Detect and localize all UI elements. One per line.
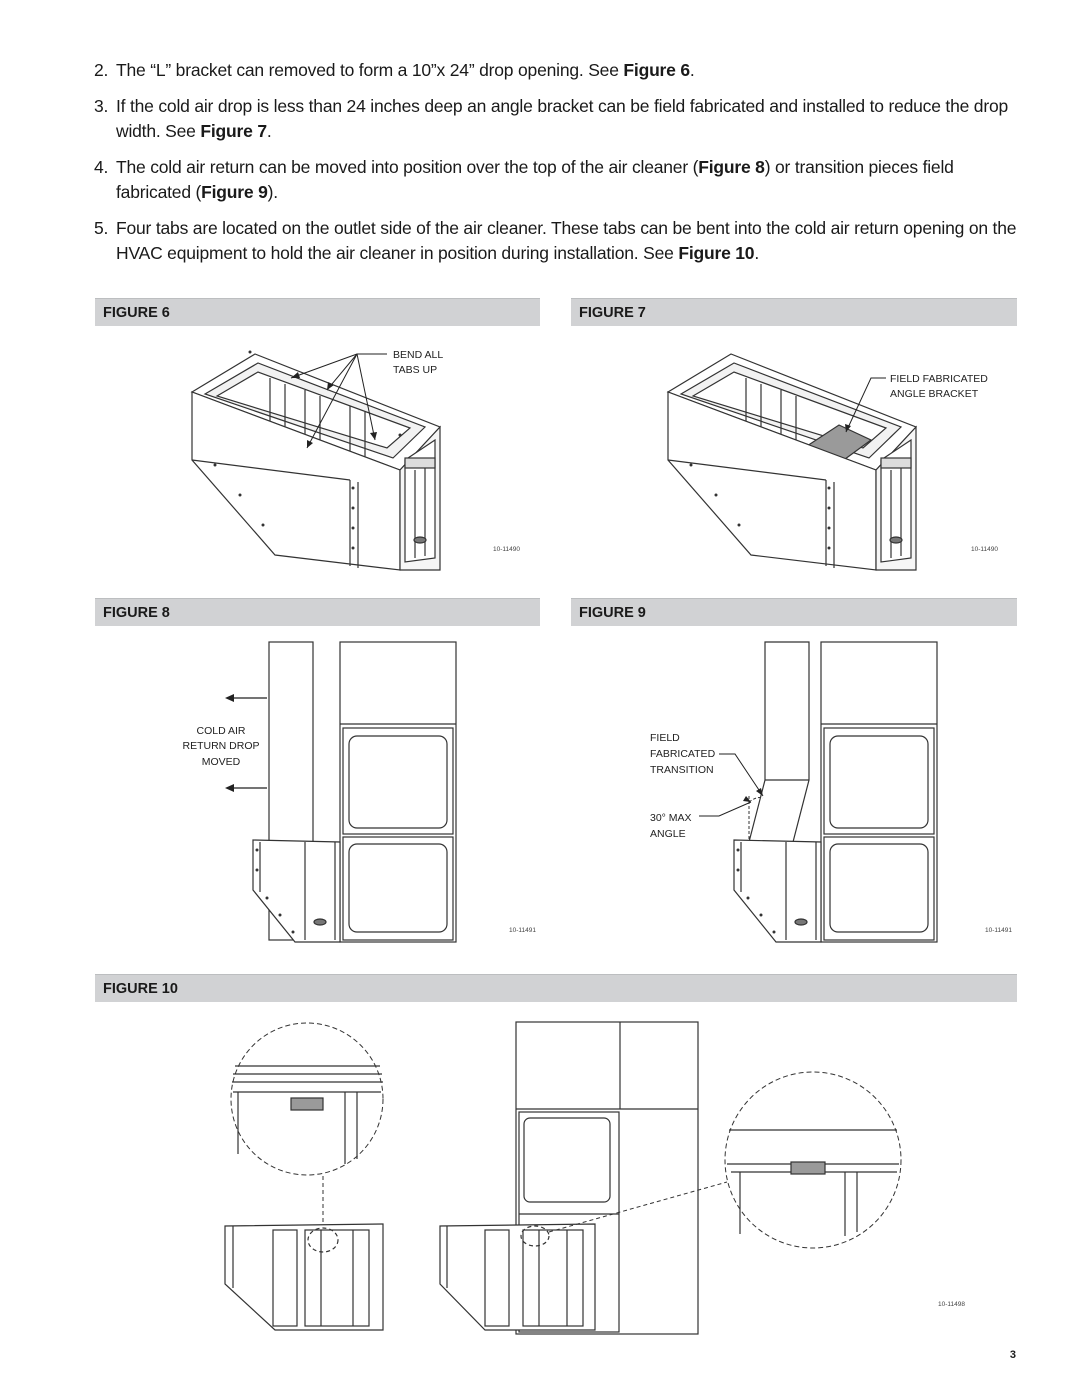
cold-air-label-line2: RETURN DROP [182,740,259,752]
angle-label-line2: ANGLE [650,828,686,840]
angle-bracket-label-line1: FIELD FABRICATED [890,373,988,385]
figure-8-header: FIGURE 8 [95,598,540,626]
cold-air-label-line1: COLD AIR [196,725,245,737]
step-2: 2.The “L” bracket can removed to form a … [94,58,1024,83]
bend-tabs-label-line1: BEND ALL [393,349,443,361]
transition-label-line2: FABRICATED [650,748,716,760]
drawing-code: 10-11490 [971,546,998,553]
figure-7-header: FIGURE 7 [571,298,1017,326]
drawing-code: 10-11491 [985,927,1012,934]
instruction-steps: 2.The “L” bracket can removed to form a … [94,58,1024,277]
drawing-code: 10-11491 [509,927,536,934]
figure-10-header: FIGURE 10 [95,974,1017,1002]
figure-9-header: FIGURE 9 [571,598,1017,626]
step-4: 4.The cold air return can be moved into … [94,157,954,202]
angle-label-line1: 30° MAX [650,812,692,824]
step-5: 5.Four tabs are located on the outlet si… [94,218,1017,263]
figure-7-drawing: FIELD FABRICATED ANGLE BRACKET 10-11490 [571,330,1017,590]
step-number: 2. [94,60,109,80]
figure-6-drawing: BEND ALL TABS UP 10-11490 [95,330,540,590]
step-number: 4. [94,157,109,177]
field-fabricated-transition-illustration: FIELD FABRICATED TRANSITION 30° MAX ANGL… [650,641,1012,943]
figure-6-header: FIGURE 6 [95,298,540,326]
figure-8-drawing: COLD AIR RETURN DROP MOVED 10-11491 [95,630,540,960]
bend-tabs-label-line2: TABS UP [393,364,437,376]
figure-reference: Figure 8 [698,157,765,177]
cold-air-label-line3: MOVED [202,756,241,768]
step-number: 3. [94,96,109,116]
drawing-code: 10-11498 [938,1301,965,1308]
transition-label-line3: TRANSITION [650,764,714,776]
figure-10-drawing: 10-11498 [95,1004,1017,1340]
air-cleaner-angle-bracket-illustration: FIELD FABRICATED ANGLE BRACKET 10-11490 [666,353,998,571]
figure-reference: Figure 6 [623,60,690,80]
figure-reference: Figure 7 [200,121,267,141]
transition-label-line1: FIELD [650,732,680,744]
step-3: 3.If the cold air drop is less than 24 i… [94,96,1009,141]
angle-bracket-label-line2: ANGLE BRACKET [890,388,979,400]
step-number: 5. [94,218,109,238]
air-cleaner-isometric-illustration: BEND ALL TABS UP 10-11490 [190,349,520,571]
figure-9-drawing: FIELD FABRICATED TRANSITION 30° MAX ANGL… [571,630,1017,960]
tabs-installation-illustration: 10-11498 [224,1021,965,1335]
page-number: 3 [1009,1349,1016,1361]
figure-reference: Figure 9 [201,182,268,202]
cold-air-return-moved-illustration: COLD AIR RETURN DROP MOVED 10-11491 [182,641,536,943]
figure-reference: Figure 10 [678,243,755,263]
drawing-code: 10-11490 [493,546,520,553]
